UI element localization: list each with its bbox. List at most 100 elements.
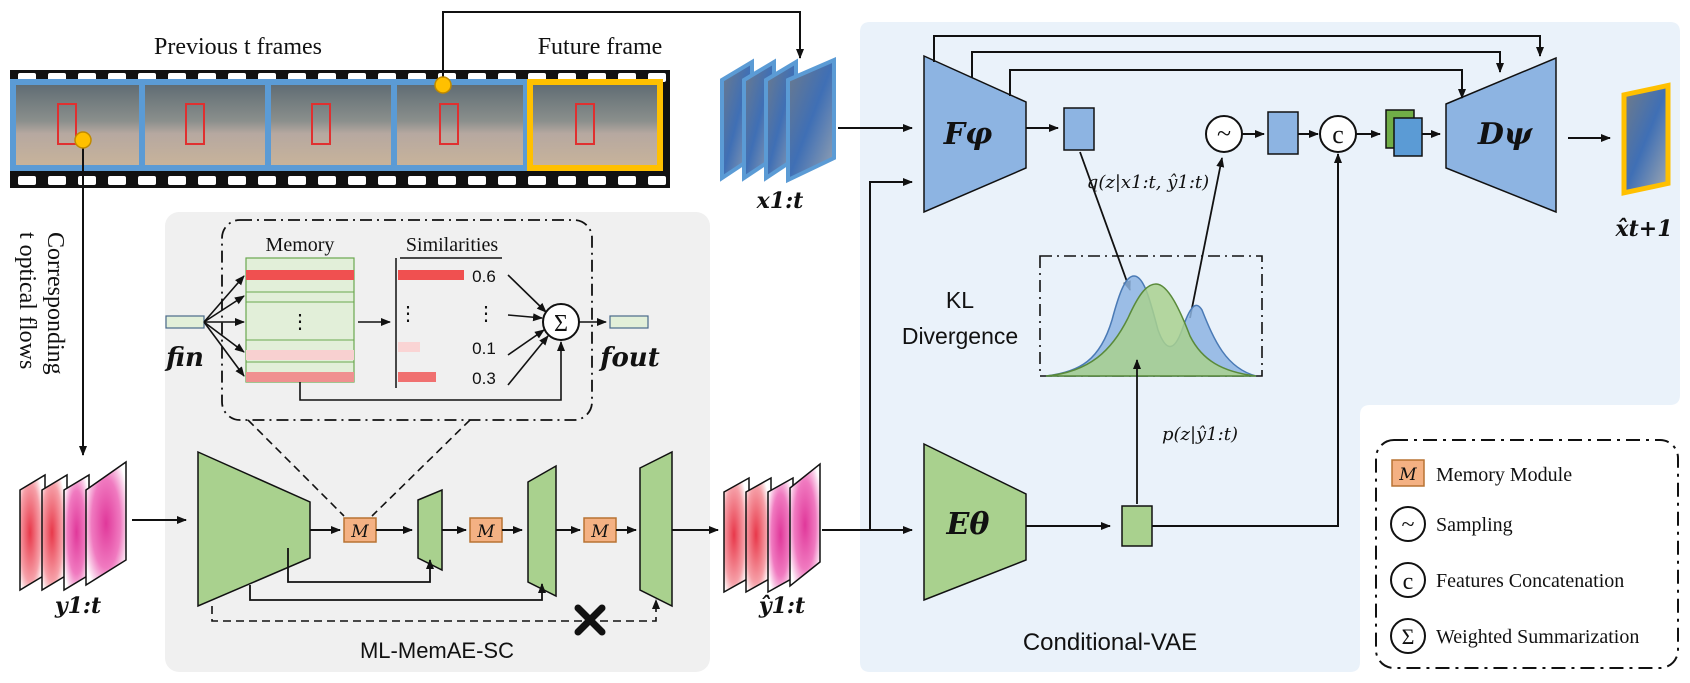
sampled-z-block <box>1267 111 1299 155</box>
film-sprocket-hole <box>18 176 36 185</box>
future-frame-label: Future frame <box>538 34 663 60</box>
skip-f-to-d-middle <box>971 51 1504 78</box>
x-input-stack <box>720 56 836 184</box>
memory-table <box>245 257 355 383</box>
film-sprocket-hole <box>108 176 126 185</box>
y-hat-stack <box>723 462 821 594</box>
film-sprocket-hole <box>528 176 546 185</box>
q-distribution-label: q(z|x1:t, ŷ1:t) <box>1087 172 1209 193</box>
film-sprocket-hole <box>498 176 516 185</box>
memae-decoder-2 <box>527 464 557 598</box>
film-sprocket-hole <box>348 176 366 185</box>
encoder-f-label: Fφ <box>943 117 992 152</box>
encoder-e <box>923 442 1027 602</box>
optical-flows-label-2: t optical flows <box>14 232 40 369</box>
q-to-kl-arrow <box>1079 151 1131 291</box>
legend-concat-icon <box>1390 562 1426 598</box>
film-sprocket-hole <box>558 176 576 185</box>
memory-module-2-label: M <box>476 522 495 542</box>
film-sprocket-hole <box>588 176 606 185</box>
concat-feature-blue <box>1393 117 1423 157</box>
weighted-sum-symbol: Σ <box>554 311 568 337</box>
similarities-label: Similarities <box>406 234 498 256</box>
cvae-panel <box>860 22 1680 672</box>
zoom-line-left <box>247 419 345 517</box>
film-sprocket-hole <box>648 176 666 185</box>
similarity-bars <box>398 270 464 382</box>
previous-frames-label: Previous t frames <box>154 34 322 60</box>
film-sprocket-hole <box>318 176 336 185</box>
film-sprocket-hole <box>468 176 486 185</box>
latent-q-block <box>1063 107 1095 151</box>
film-sprocket-hole <box>228 176 246 185</box>
skip-f-to-d-top <box>933 35 1544 62</box>
film-strip <box>10 70 670 188</box>
film-sprocket-hole <box>48 176 66 185</box>
legend-sampling-label: Sampling <box>1436 514 1513 536</box>
film-sprocket-hole <box>378 176 396 185</box>
film-sprocket-hole <box>168 176 186 185</box>
kl-label-1: KL <box>946 287 974 313</box>
memory-ellipsis: ⋮ <box>290 311 310 333</box>
film-sprocket-hole <box>288 176 306 185</box>
memory-skip-arrow <box>299 341 565 401</box>
kl-label-2: Divergence <box>902 323 1018 349</box>
kl-to-sampling-arrow <box>1189 157 1225 319</box>
optical-flows-label-1: Corresponding <box>42 232 68 375</box>
similarity-ellipsis-right: ⋮ <box>476 303 496 325</box>
legend-memory-icon <box>1391 459 1425 487</box>
similarity-value-1: 0.6 <box>472 267 496 286</box>
y-input-label: y1:t <box>54 593 101 619</box>
decoder-d <box>1445 56 1557 214</box>
sampling-node-symbol: ~ <box>1217 119 1231 148</box>
encoder-f <box>923 54 1027 214</box>
flow-tap-dot <box>74 131 92 149</box>
legend-box <box>1375 439 1679 669</box>
memory-module-1-label: M <box>350 522 369 542</box>
similarity-value-2: 0.1 <box>472 339 496 358</box>
p-distribution-curve <box>1045 283 1257 377</box>
film-sprocket-hole <box>78 176 96 185</box>
memory-module-2 <box>469 517 503 543</box>
x-hat-label: x̂t+1 <box>1614 216 1672 242</box>
memae-decoder-3 <box>639 450 673 608</box>
memae-title: ML-MemAE-SC <box>360 638 514 663</box>
legend-sum-icon <box>1390 618 1426 654</box>
similarity-value-3: 0.3 <box>472 369 496 388</box>
skip-connection-1 <box>287 548 434 583</box>
similarity-to-sum-arrows <box>507 274 549 386</box>
memory-module-3-label: M <box>590 522 609 542</box>
memae-decoder-1 <box>417 488 443 572</box>
p-to-concat-arrow <box>1152 153 1342 527</box>
legend-sampling-symbol: ~ <box>1402 512 1415 538</box>
frame-tap-dot <box>434 76 452 94</box>
f-in-label: fin <box>164 343 204 373</box>
film-sprocket-hole <box>258 176 276 185</box>
y-input-stack <box>19 460 127 592</box>
memory-inset <box>221 219 593 421</box>
decoder-d-label: Dψ <box>1477 117 1534 152</box>
similarity-ellipsis-left: ⋮ <box>398 303 418 325</box>
film-sprocket-hole <box>408 176 426 185</box>
cvae-title: Conditional-VAE <box>1023 629 1197 656</box>
memory-module-3 <box>583 517 617 543</box>
kl-divergence-box <box>1039 255 1263 377</box>
film-sprocket-hole <box>618 176 636 185</box>
f-in-fanout-arrows <box>203 275 245 377</box>
legend-memory-symbol: M <box>1398 465 1417 485</box>
film-sprocket-hole <box>438 176 456 185</box>
legend-sum-symbol: Σ <box>1402 624 1415 649</box>
film-sprocket-hole <box>198 176 216 185</box>
memae-encoder <box>197 450 311 608</box>
legend-memory-label: Memory Module <box>1436 464 1572 486</box>
legend-sampling-icon <box>1390 506 1426 542</box>
skip-f-to-d-inner <box>1009 69 1466 99</box>
film-sprocket-hole <box>138 176 156 185</box>
legend-sum-label: Weighted Summarization <box>1436 626 1639 648</box>
x-input-label: x1:t <box>756 188 804 214</box>
legend-concat-symbol: c <box>1403 569 1414 595</box>
skip-connection-removed <box>211 599 660 622</box>
encoder-e-label: Eθ <box>946 507 990 542</box>
memory-label: Memory <box>266 234 335 256</box>
